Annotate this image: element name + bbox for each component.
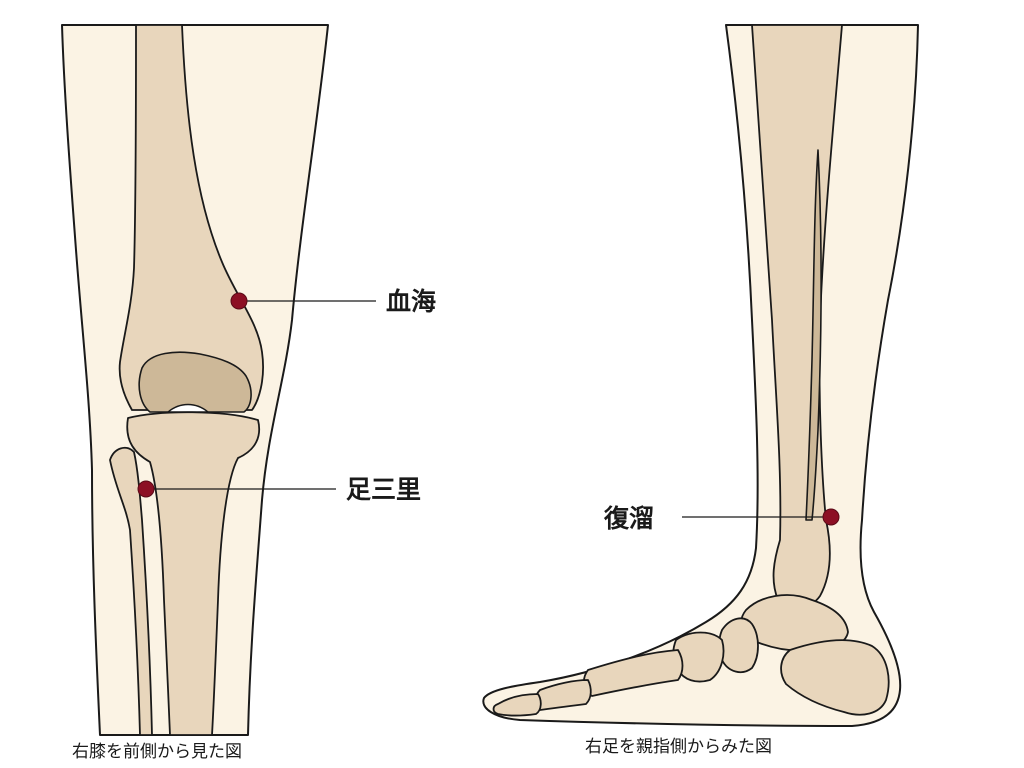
fibula-bone	[109, 446, 153, 736]
lower-leg-fibula-bone	[805, 149, 822, 521]
fukuryu-point-marker[interactable]	[822, 508, 840, 526]
foot-view-caption: 右足を親指側からみた図	[585, 737, 772, 757]
distal-phalanx-bone	[492, 693, 542, 717]
kekkai-point-marker[interactable]	[230, 292, 248, 310]
knee-front-view: 血海 足三里 右膝を前側から見た図	[61, 24, 436, 762]
foot-leg-skin	[482, 24, 919, 727]
kekkai-label: 血海	[386, 287, 436, 316]
femur-bone	[118, 24, 264, 411]
foot-side-view: 復溜 右足を親指側からみた図	[482, 24, 919, 757]
patella-bone	[138, 351, 252, 413]
ashisanri-label: 足三里	[346, 475, 421, 504]
tibia-bone	[126, 411, 260, 736]
navicular-bone	[718, 617, 759, 674]
calcaneus-bone	[780, 639, 890, 716]
fukuryu-label: 復溜	[603, 504, 654, 533]
knee-view-caption: 右膝を前側から見た図	[72, 742, 242, 762]
ashisanri-point-marker[interactable]	[137, 480, 155, 498]
